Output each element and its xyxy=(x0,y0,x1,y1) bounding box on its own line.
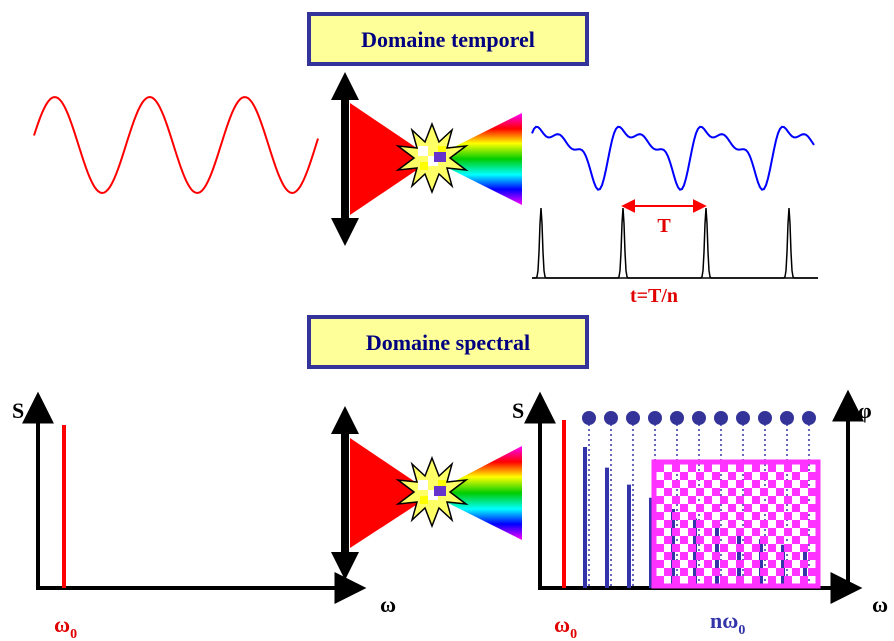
phase-dot xyxy=(626,411,640,425)
spacing-label: t=T/n xyxy=(630,285,678,307)
lens-group-top xyxy=(331,72,522,246)
phase-label: φ xyxy=(858,398,872,423)
lens-group-bottom xyxy=(331,406,522,580)
right-omega0-label: ω0 xyxy=(554,612,577,641)
phase-dot xyxy=(604,411,618,425)
spectral-title-box: Domaine spectral xyxy=(307,315,589,369)
phase-dot xyxy=(714,411,728,425)
right-x-label: ω xyxy=(872,592,888,617)
phase-dot xyxy=(670,411,684,425)
phase-dot xyxy=(802,411,816,425)
right-spectrum: S φ ω ω0 nω0 xyxy=(512,389,888,641)
period-label: T xyxy=(657,215,671,237)
left-y-label: S xyxy=(12,398,24,423)
harmonic-n-omega0-label: nω0 xyxy=(710,608,745,638)
phase-dot xyxy=(758,411,772,425)
spectral-title: Domaine spectral xyxy=(366,330,530,355)
pulse-train xyxy=(532,207,818,279)
fundamental-wave xyxy=(33,95,319,195)
double-arrow-lens-icon xyxy=(331,72,359,246)
left-omega0-label: ω0 xyxy=(54,612,77,641)
starburst-flash-icon xyxy=(395,455,469,529)
temporal-title: Domaine temporel xyxy=(361,27,535,52)
rainbow-beam-cone xyxy=(430,446,522,540)
phase-dot xyxy=(736,411,750,425)
plateau-selection-box xyxy=(651,459,821,589)
right-y-label: S xyxy=(512,398,524,423)
phase-dot xyxy=(692,411,706,425)
red-beam-cone xyxy=(350,103,433,215)
starburst-flash-icon xyxy=(395,121,469,195)
phase-dot xyxy=(582,411,596,425)
left-x-label: ω xyxy=(380,592,396,617)
red-beam-cone xyxy=(350,438,433,548)
left-spectrum: S ω ω0 xyxy=(12,391,396,641)
harmonic-waveform xyxy=(531,125,815,191)
double-arrow-lens-icon xyxy=(331,406,359,580)
phase-dot xyxy=(648,411,662,425)
temporal-title-box: Domaine temporel xyxy=(307,12,589,66)
phase-dot xyxy=(780,411,794,425)
rainbow-beam-cone xyxy=(430,113,522,205)
